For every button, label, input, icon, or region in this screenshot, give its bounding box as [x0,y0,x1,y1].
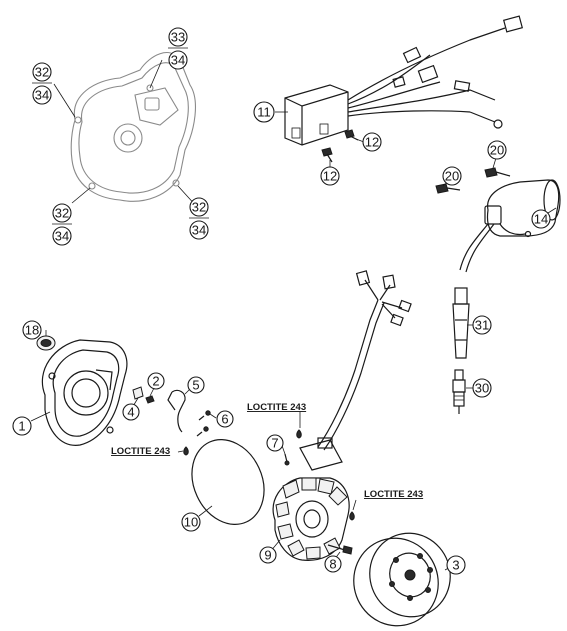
screw-6 [196,410,211,437]
stator-body [272,437,350,561]
spark-plug-connector [452,287,470,359]
svg-text:34: 34 [171,53,185,68]
loctite-label: LOCTITE 243 [247,402,306,413]
svg-text:11: 11 [257,105,271,120]
clip-part-2 [145,395,155,404]
svg-text:34: 34 [35,88,49,103]
ignition-cover [41,339,128,446]
svg-text:31: 31 [475,318,489,333]
svg-text:3: 3 [452,558,459,573]
callout-12: 12 [362,132,382,152]
loctite-label: LOCTITE 243 [111,446,170,457]
svg-text:1: 1 [18,419,25,434]
svg-text:5: 5 [192,378,199,393]
callout-32: 32 [32,62,52,82]
callout-3: 3 [446,555,466,575]
callout-18: 18 [22,320,42,340]
callout-1: 1 [12,416,32,436]
screw-8 [327,544,353,555]
loctite-drop-a [183,446,189,456]
loctite-label: LOCTITE 243 [364,489,423,500]
callout-34: 34 [52,226,72,246]
callout-11: 11 [253,101,275,123]
loctite-drop-c [349,511,355,521]
callout-9: 9 [259,546,277,564]
cdi-screw-a [344,129,359,141]
svg-text:34: 34 [192,223,206,238]
svg-text:14: 14 [534,212,548,227]
svg-text:6: 6 [221,412,228,427]
callout-12: 12 [320,166,340,186]
svg-text:34: 34 [55,229,69,244]
svg-text:32: 32 [192,200,206,215]
cdi-unit [284,15,524,146]
ignition-coil [459,179,561,273]
callout-34: 34 [168,50,188,70]
callout-30: 30 [472,378,492,398]
callout-8: 8 [324,555,342,573]
svg-text:7: 7 [271,436,278,451]
inspection-plug [36,335,56,351]
callout-6: 6 [216,410,234,428]
callout-20: 20 [487,140,507,160]
callout-32: 32 [52,203,72,223]
svg-text:20: 20 [445,169,459,184]
callout-10: 10 [181,512,201,532]
svg-text:4: 4 [127,405,134,420]
callout-20: 20 [442,166,462,186]
svg-text:33: 33 [171,30,185,45]
callout-7: 7 [266,434,284,452]
stator-harness [317,270,412,451]
callout-32: 32 [189,197,209,217]
svg-text:8: 8 [329,557,336,572]
callout-14: 14 [531,209,551,229]
svg-text:18: 18 [25,323,39,338]
rubber-part-4 [132,386,144,400]
svg-text:12: 12 [323,169,337,184]
callout-5: 5 [187,376,205,394]
cdi-screw-b [321,147,333,163]
svg-text:10: 10 [184,515,198,530]
svg-text:30: 30 [475,381,489,396]
pickup-bracket-5 [167,389,186,433]
screw-7 [284,453,290,466]
flywheel [353,532,451,627]
svg-text:32: 32 [55,206,69,221]
callout-33: 33 [168,27,188,47]
callout-31: 31 [472,315,492,335]
spark-plug [452,369,466,414]
svg-text:9: 9 [264,548,271,563]
coil-bolt-a [484,167,511,178]
svg-text:20: 20 [490,143,504,158]
callout-4: 4 [122,403,140,421]
svg-text:12: 12 [365,135,379,150]
svg-text:2: 2 [152,374,159,389]
loctite-drop-b [296,429,302,439]
coil-bolt-b [435,183,461,194]
o-ring-gasket [191,439,265,525]
generator-cover-gasket [70,52,196,202]
callout-34: 34 [32,85,52,105]
svg-text:32: 32 [35,65,49,80]
callout-2: 2 [147,372,165,390]
callout-34: 34 [189,220,209,240]
